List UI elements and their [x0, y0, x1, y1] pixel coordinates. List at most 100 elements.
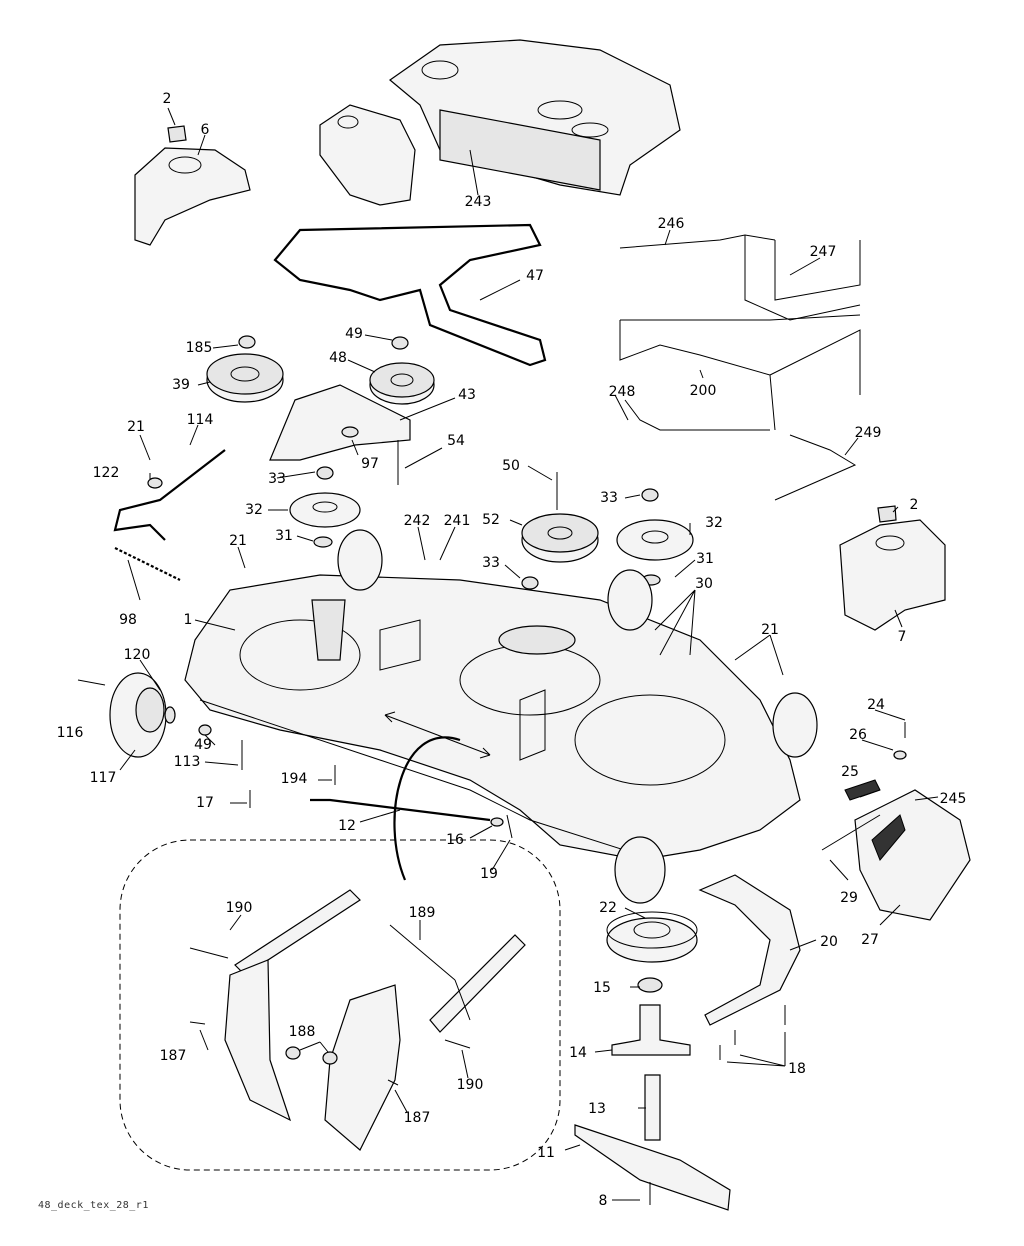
callout-15: 15: [593, 980, 611, 996]
part-116-bolt: [77, 679, 106, 686]
callout-1: 1: [183, 612, 193, 628]
callout-188: 188: [288, 1024, 316, 1040]
callout-12: 12: [338, 818, 356, 834]
callout-49: 49: [345, 326, 363, 342]
callout-27: 27: [861, 932, 879, 948]
callout-247: 247: [809, 244, 837, 260]
leader-curve: [393, 736, 461, 881]
callout-21: 21: [127, 419, 145, 435]
drawing-code: 48_deck_tex_28_r1: [38, 1200, 149, 1211]
callout-30: 30: [695, 576, 713, 592]
part-49-nut-b: [198, 724, 212, 736]
callout-21: 21: [761, 622, 779, 638]
part-32-pulley-right: [616, 519, 694, 561]
callout-185: 185: [185, 340, 213, 356]
callout-120: 120: [123, 647, 151, 663]
callout-246: 246: [657, 216, 685, 232]
callout-190: 190: [225, 900, 253, 916]
part-117-wheel: [109, 672, 167, 758]
callout-114: 114: [186, 412, 214, 428]
part-15-bearing: [637, 977, 663, 993]
part-wheel-rear-left: [337, 529, 383, 591]
part-18-bolts: [719, 1005, 786, 1060]
part-122-washer: [147, 477, 163, 489]
part-1-deck: [184, 574, 801, 861]
part-31-washer-left: [313, 536, 333, 548]
callout-48: 48: [329, 350, 347, 366]
callout-14: 14: [569, 1045, 587, 1061]
callout-32: 32: [705, 515, 723, 531]
part-29-rod: [821, 814, 881, 851]
part-20-baffle: [698, 874, 801, 1026]
part-wheel-rear-right: [607, 569, 653, 631]
part-22-shield: [606, 911, 698, 963]
callout-187: 187: [159, 1048, 187, 1064]
part-243-cover: [319, 39, 681, 206]
callout-242: 242: [403, 513, 431, 529]
part-43-bracket: [269, 384, 411, 461]
part-11-blade: [574, 1124, 731, 1211]
callout-26: 26: [849, 727, 867, 743]
part-7-right-cover: [839, 505, 946, 631]
part-52-pulley: [521, 513, 599, 563]
callout-49: 49: [194, 737, 212, 753]
part-97-washer: [341, 426, 359, 438]
part-187-bolt-b: [387, 1079, 399, 1086]
part-6-left-cover: [134, 125, 251, 246]
part-188-nut-b: [322, 1051, 338, 1065]
part-27-chute: [844, 779, 971, 921]
part-12-rod: [310, 798, 491, 822]
callout-117: 117: [89, 770, 117, 786]
callout-187: 187: [403, 1110, 431, 1126]
callout-98: 98: [119, 612, 137, 628]
part-246-247-200-frames: [619, 234, 861, 501]
callout-21: 21: [229, 533, 247, 549]
callout-33: 33: [600, 490, 618, 506]
callout-52: 52: [482, 512, 500, 528]
part-19-pin: [506, 814, 513, 839]
callout-31: 31: [275, 528, 293, 544]
callout-18: 18: [788, 1061, 806, 1077]
part-33-nut-center: [521, 576, 539, 590]
part-120-washer: [164, 706, 176, 724]
part-187-bolt-a: [189, 1021, 206, 1025]
callout-245: 245: [939, 791, 967, 807]
part-189-arms: [234, 889, 526, 1033]
mulch-kit-inset: [119, 839, 561, 1171]
adjust-arrow-heads: [384, 711, 491, 759]
part-32-pulley-left: [289, 492, 361, 528]
callout-33: 33: [482, 555, 500, 571]
callout-19: 19: [480, 866, 498, 882]
part-33-nut-left: [316, 466, 334, 480]
part-mulch-plates: [224, 959, 401, 1151]
callout-8: 8: [598, 1193, 608, 1209]
callout-194: 194: [280, 771, 308, 787]
callout-25: 25: [841, 764, 859, 780]
callout-189: 189: [408, 905, 436, 921]
part-185-nut: [238, 335, 256, 349]
part-16-washer: [490, 817, 504, 827]
part-13-shaft: [644, 1074, 661, 1141]
part-wheel-right: [772, 692, 818, 758]
callout-2: 2: [162, 91, 172, 107]
part-33-nut-right: [641, 488, 659, 502]
adjust-arrow: [384, 714, 491, 756]
part-14-spindle-housing: [611, 1004, 691, 1056]
callout-11: 11: [537, 1145, 555, 1161]
callout-32: 32: [245, 502, 263, 518]
callout-200: 200: [689, 383, 717, 399]
callout-20: 20: [820, 934, 838, 950]
callout-7: 7: [897, 629, 907, 645]
part-48-pulley: [369, 362, 435, 405]
part-114-rod: [113, 449, 226, 541]
callout-50: 50: [502, 458, 520, 474]
part-wheel-front: [614, 836, 666, 904]
part-39-pulley: [206, 353, 284, 403]
callout-241: 241: [443, 513, 471, 529]
callout-97: 97: [361, 456, 379, 472]
callout-116: 116: [56, 725, 84, 741]
callout-43: 43: [458, 387, 476, 403]
part-188-nut-a: [285, 1046, 301, 1060]
callout-243: 243: [464, 194, 492, 210]
